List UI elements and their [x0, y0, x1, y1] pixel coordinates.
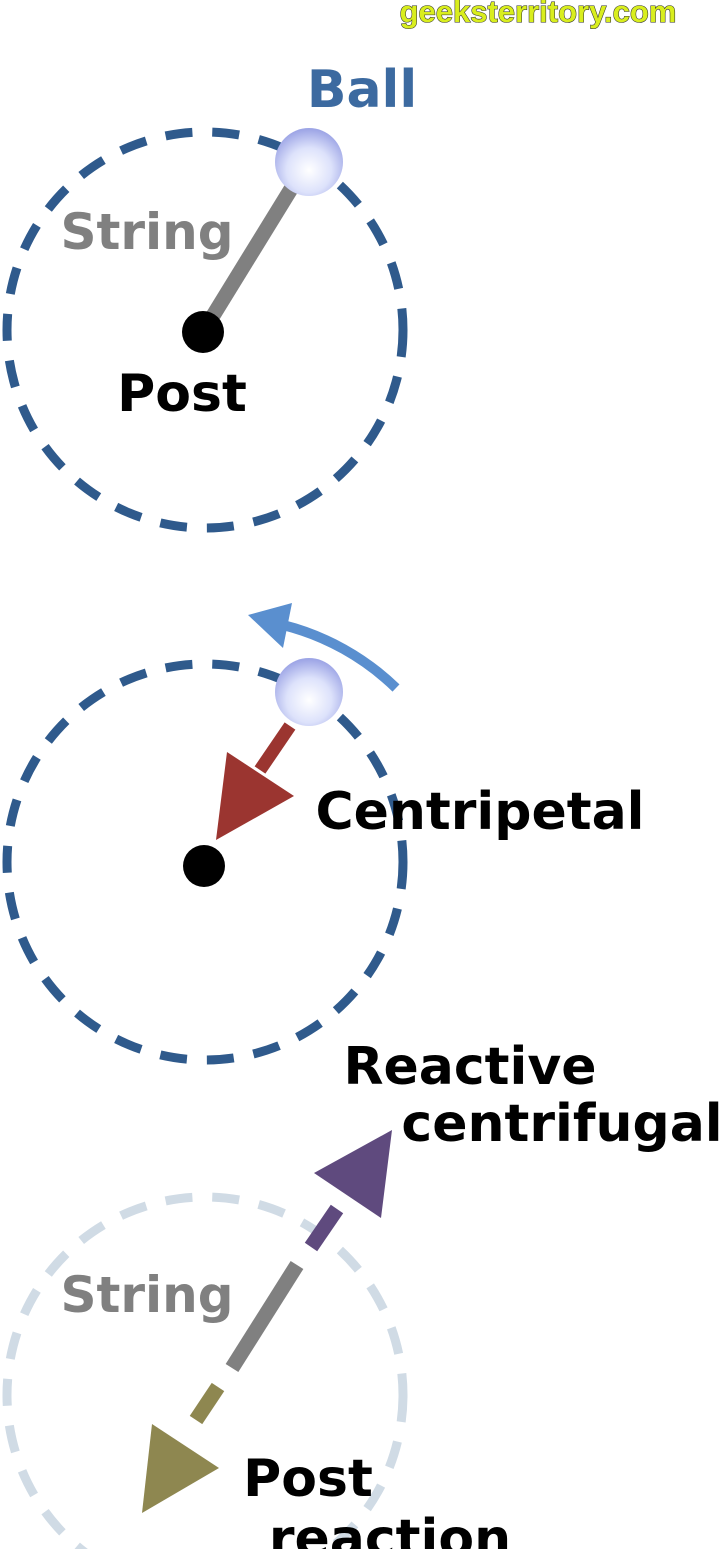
ball-icon [275, 128, 343, 196]
reactive-label-line1: Reactive [343, 1037, 596, 1097]
orbit-path [2, 659, 408, 1065]
panel-top: Ball String Post [2, 60, 417, 533]
ball-icon [275, 658, 343, 726]
post-icon [182, 311, 224, 353]
post-reaction-label-line1: Post [243, 1449, 373, 1509]
watermark-text: geeksterritory.com [400, 0, 677, 29]
panel-middle: Centripetal [2, 603, 645, 1065]
motion-arc [281, 620, 400, 692]
reactive-label-line2: centrifugal [401, 1094, 720, 1154]
string-label: String [60, 203, 233, 261]
string-line [196, 172, 306, 336]
reactive-arrow-icon [314, 1130, 392, 1218]
post-reaction-arrow-icon [142, 1424, 219, 1513]
post-label: Post [117, 364, 247, 424]
string-line [225, 1260, 304, 1373]
panel-bottom: Reactive centrifugal String Post reactio… [2, 1037, 720, 1549]
centripetal-arrow-shaft [254, 722, 296, 774]
string-label: String [60, 1266, 233, 1324]
reactive-arrow-shaft [304, 1204, 344, 1252]
post-reaction-arrow-shaft [189, 1382, 225, 1425]
post-icon [183, 845, 225, 887]
centripetal-arrow-icon [216, 752, 294, 840]
centripetal-label: Centripetal [315, 782, 644, 842]
faded-orbit-path [2, 1192, 408, 1549]
post-reaction-label-line2: reaction [269, 1509, 511, 1549]
curved-arrow-icon [248, 603, 292, 648]
orbit-path [2, 127, 408, 533]
ball-label: Ball [307, 60, 417, 120]
